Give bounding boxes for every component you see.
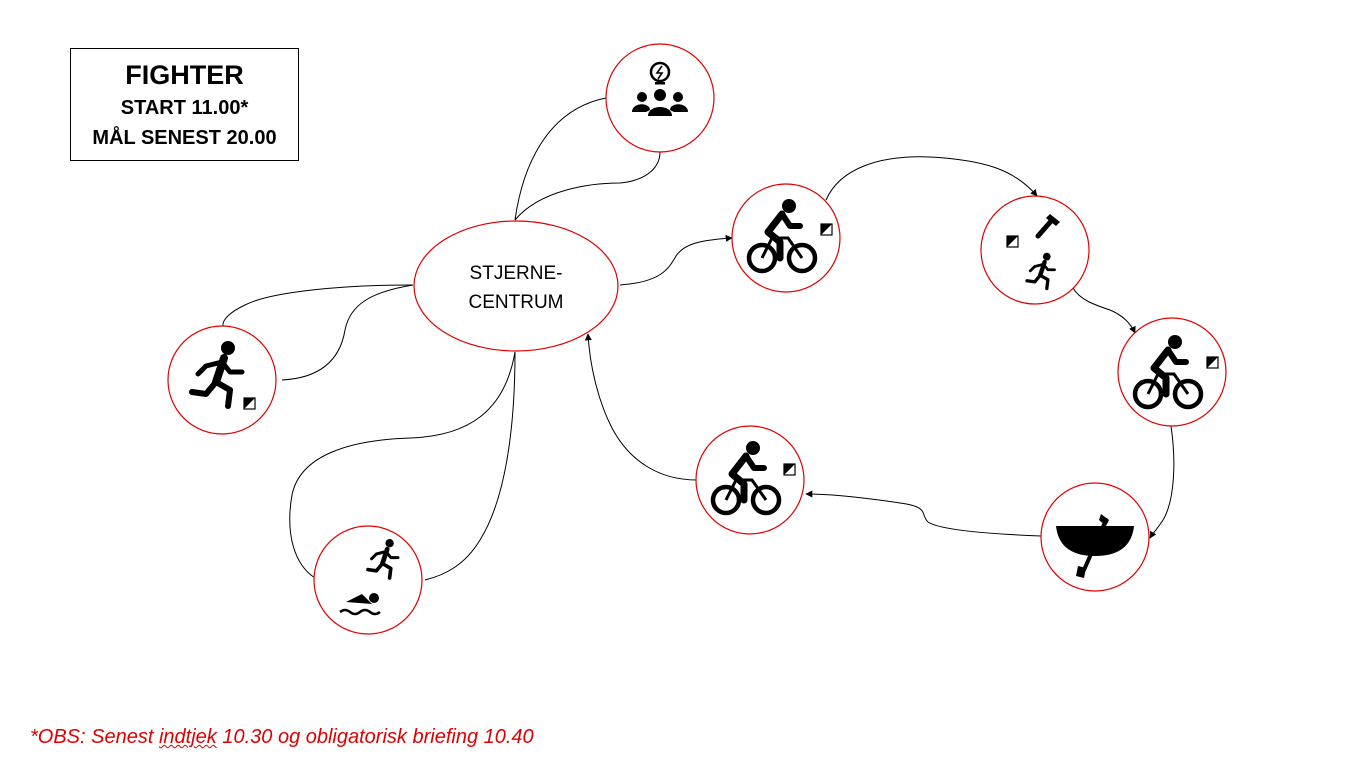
node-bike-1: [731, 183, 841, 293]
connection-lines: [222, 97, 1175, 581]
team-idea-icon: [632, 61, 688, 116]
orienteering-flag-icon: [1006, 235, 1019, 248]
node-swim-run: [313, 525, 423, 635]
center-label-line1: STJERNE-: [470, 263, 563, 284]
footnote-text-after: 10.30 og obligatorisk briefing 10.40: [216, 726, 534, 748]
arrow-bike1-flashlight: [825, 156, 1038, 201]
node-briefing: [605, 43, 715, 153]
orienteering-flag-icon: [820, 223, 833, 236]
finish-deadline: MÅL SENEST 20.00: [92, 127, 277, 149]
node-run-o: [167, 325, 277, 435]
line-center-run-a: [222, 284, 414, 327]
arrow-bike3-center: [584, 333, 698, 481]
canoe-paddle-icon: [1056, 514, 1134, 578]
footnote-text-underlined: indtjek: [158, 726, 217, 748]
orienteering-flag-icon: [783, 463, 796, 476]
orienteering-flag-icon: [243, 397, 256, 410]
line-center-swim-b: [424, 351, 516, 581]
node-bike-3: [695, 425, 805, 535]
line-center-swim-a: [289, 351, 516, 579]
line-center-briefing-a: [514, 97, 607, 221]
center-label-line2: CENTRUM: [469, 292, 564, 313]
star-center-node: STJERNE- CENTRUM: [413, 220, 619, 352]
line-center-run-b: [281, 284, 414, 381]
arrow-canoe-bike3: [805, 490, 1042, 537]
footnote-text-before: *OBS: Senest: [30, 726, 159, 748]
arrow-bike2-canoe: [1149, 425, 1175, 539]
orienteering-flag-icon: [1206, 356, 1219, 369]
header-box: FIGHTER START 11.00* MÅL SENEST 20.00: [70, 48, 299, 161]
class-title: FIGHTER: [125, 60, 244, 90]
start-time: START 11.00*: [120, 97, 249, 119]
arrow-center-bike1: [619, 234, 733, 286]
line-center-briefing-b: [514, 151, 661, 221]
swimmer-icon: [339, 593, 381, 616]
node-flashlight-run: [980, 195, 1090, 305]
node-bike-2: [1117, 317, 1227, 427]
arrow-flashlight-bike2: [1072, 287, 1136, 334]
node-canoe: [1040, 482, 1150, 592]
footnote: *OBS: Senest indtjek 10.30 og obligatori…: [30, 726, 534, 749]
flashlight-icon: [1035, 214, 1060, 239]
